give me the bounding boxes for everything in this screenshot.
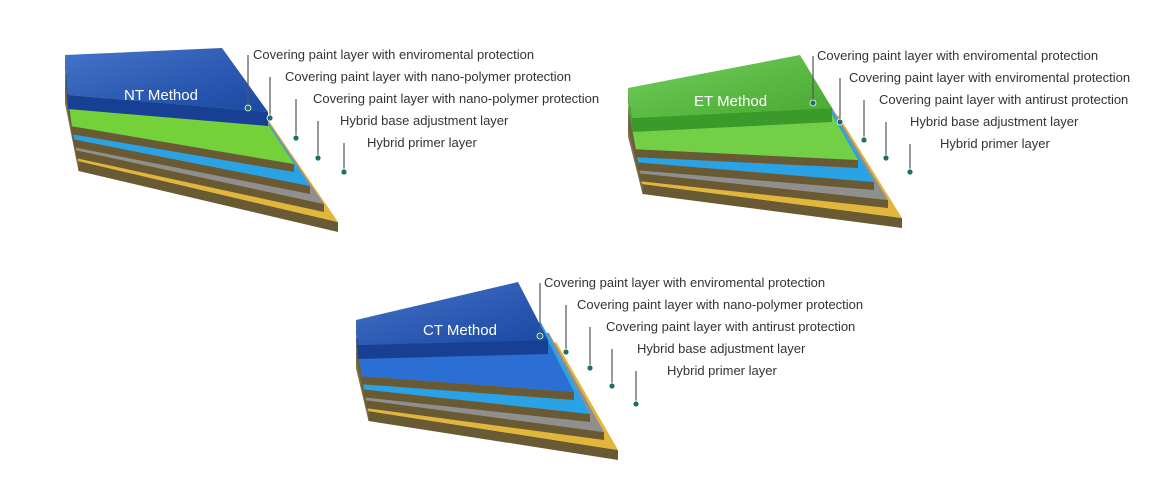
ct-leader-dot-5 [632,400,640,408]
et-leader-dot-2 [836,118,844,126]
et-leader-dot-4 [882,154,890,162]
ct-base-layer-side [368,411,618,460]
nt-top-layer-edge [65,55,68,109]
nt-label-layer-1: Covering paint layer with enviromental p… [253,47,535,62]
ct-label-layer-3: Covering paint layer with antirust prote… [606,319,856,334]
et-leader-dot-5 [906,168,914,176]
ct-top-layer-side [358,340,548,359]
nt-base-layer-side [78,161,338,232]
et-label-layer-1: Covering paint layer with enviromental p… [817,48,1099,63]
et-second-layer-side [635,149,858,168]
et-leader-dot-3 [860,136,868,144]
et-gray-layer-side [640,173,888,208]
nt-gray-layer-side [76,150,325,212]
et-label-layer-2: Covering paint layer with enviromental p… [849,70,1131,85]
et-method-title: ET Method [694,93,768,110]
ct-method-title: CT Method [423,322,497,339]
ct-label-layer-5: Hybrid primer layer [667,363,777,378]
nt-leader-dot-1 [244,104,252,112]
ct-top-shading [356,282,548,345]
ct-third-layer-side [364,389,590,422]
nt-method-title: NT Method [124,87,198,104]
nt-leader-dot-5 [340,168,348,176]
ct-leader-dot-3 [586,364,594,372]
nt-label-layer-2: Covering paint layer with nano-polymer p… [285,69,572,84]
nt-leader-dot-3 [292,134,300,142]
ct-top-layer-edge [356,320,358,359]
nt-label-layer-5: Hybrid primer layer [367,135,477,150]
ct-leader-dot-4 [608,382,616,390]
et-third-layer-side [638,162,874,190]
ct-gray-layer-side [366,400,604,440]
et-label-layer-5: Hybrid primer layer [940,136,1050,151]
nt-label-layer-3: Covering paint layer with nano-polymer p… [313,91,600,106]
et-second-layer-edge [628,106,636,158]
nt-slab-stack [65,48,348,232]
nt-label-layer-4: Hybrid base adjustment layer [340,113,509,128]
ct-second-layer-side [361,376,574,400]
et-slab-stack [628,55,914,228]
ct-label-layer-2: Covering paint layer with nano-polymer p… [577,297,864,312]
et-base-layer-side [642,184,902,228]
nt-leader-dot-2 [266,114,274,122]
et-top-layer-edge [628,88,632,132]
et-label-layer-4: Hybrid base adjustment layer [910,114,1079,129]
nt-leader-dot-4 [314,154,322,162]
nt-third-layer-side [74,139,310,194]
et-label-layer-3: Covering paint layer with antirust prote… [879,92,1129,107]
et-leader-dot-1 [809,99,817,107]
ct-leader-dot-1 [536,332,544,340]
nt-second-layer-side [71,126,295,172]
ct-slab-stack [356,282,640,460]
ct-label-layer-4: Hybrid base adjustment layer [637,341,806,356]
et-top-shading [628,55,832,118]
nt-top-layer-side [68,95,268,126]
et-top-layer-side [632,108,832,132]
ct-label-layer-1: Covering paint layer with enviromental p… [544,275,826,290]
nt-top-shading [65,48,268,112]
ct-leader-dot-2 [562,348,570,356]
